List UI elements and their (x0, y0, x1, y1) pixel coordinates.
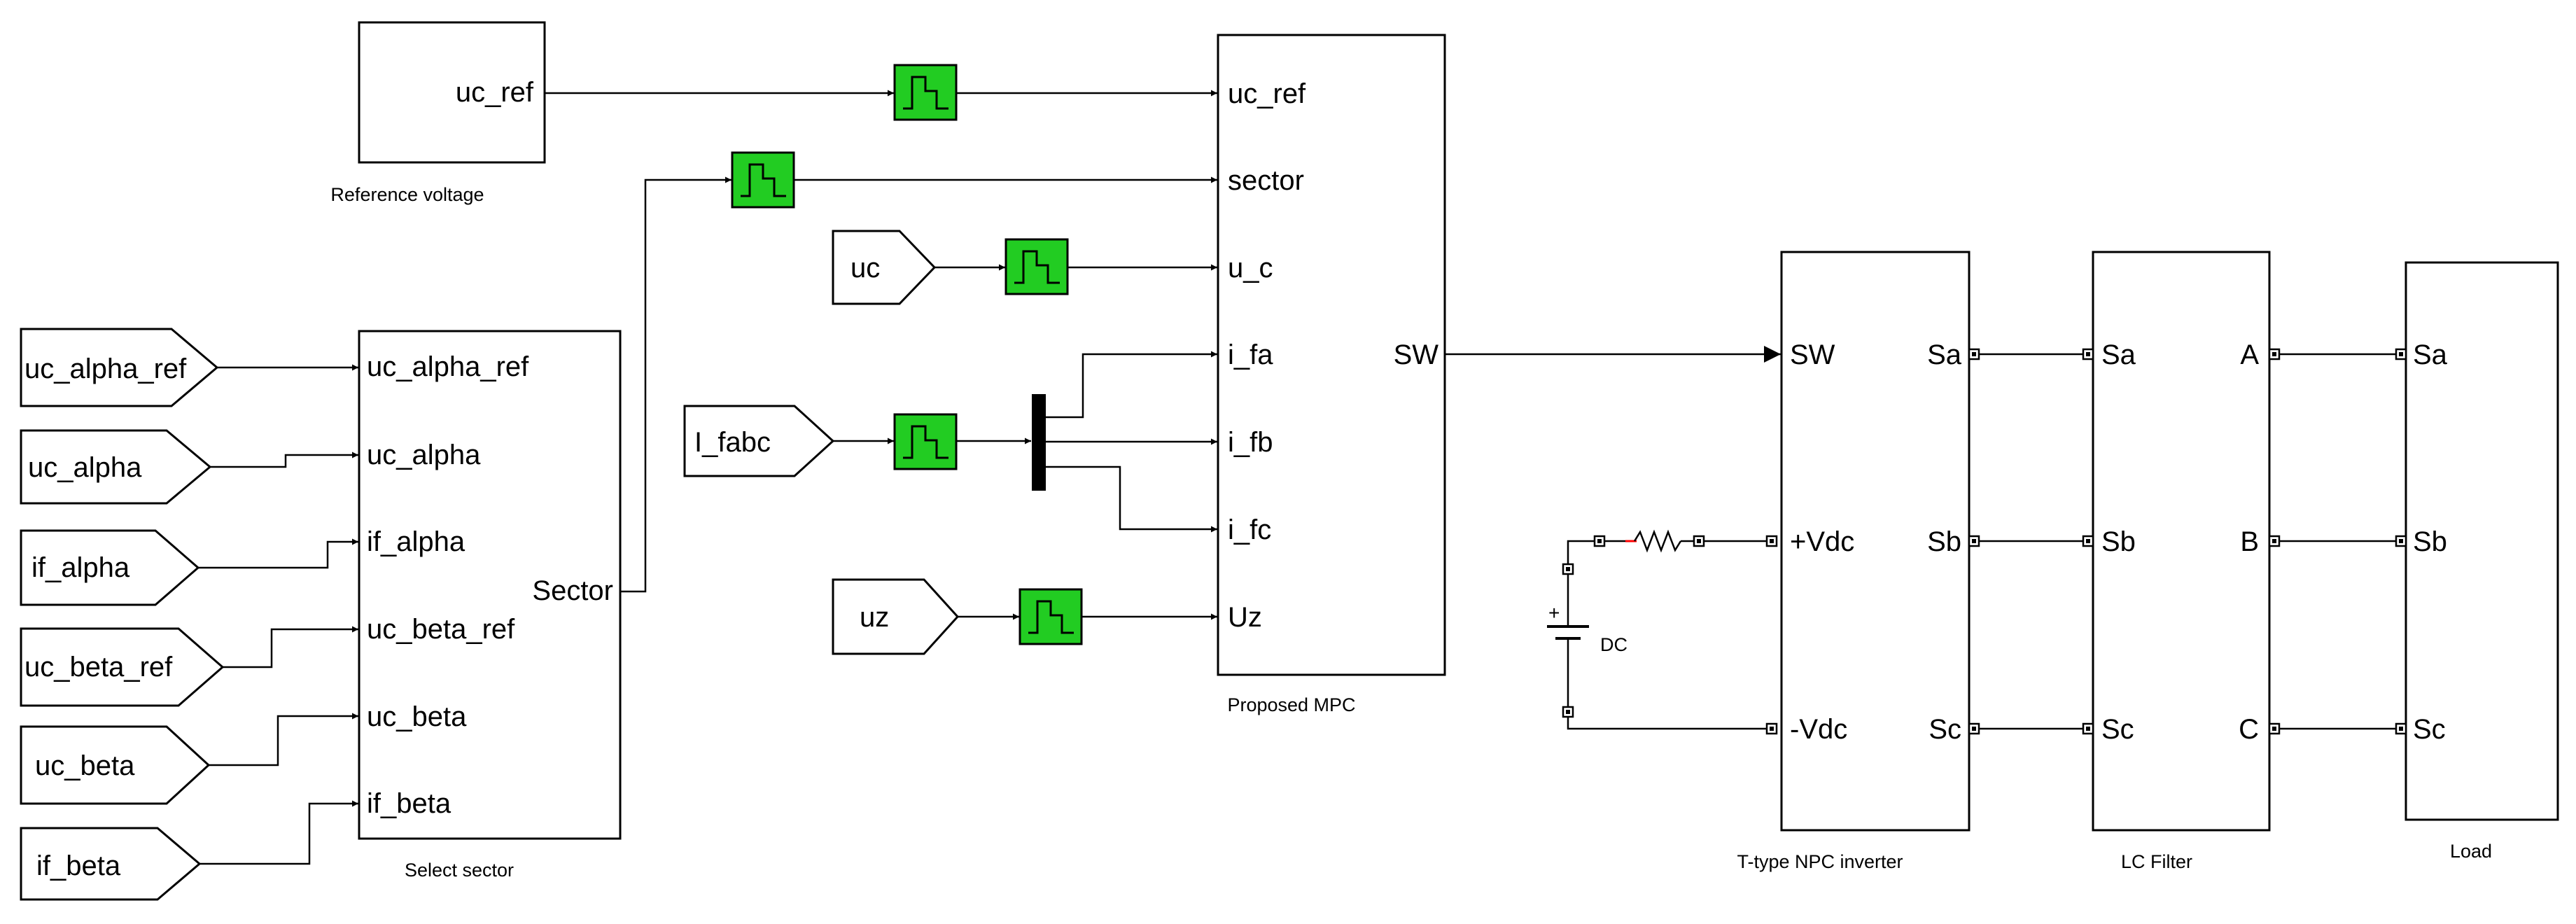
select-sector-caption: Select sector (405, 860, 514, 881)
zero-order-hold-5[interactable] (1018, 588, 1083, 645)
inverter-caption: T-type NPC inverter (1737, 851, 1903, 872)
mpc-in-i-fb: i_fb (1228, 427, 1273, 458)
mpc-in-uz: Uz (1228, 602, 1262, 633)
svg-text:if_beta: if_beta (36, 850, 121, 881)
from-tag-if-beta[interactable]: if_beta (20, 827, 202, 901)
load-in-sb: Sb (2413, 526, 2447, 557)
dc-caption: DC (1600, 634, 1628, 655)
from-tag-uc-alpha[interactable]: uc_alpha (20, 429, 212, 505)
t-type-npc-inverter-block[interactable]: SW +Vdc -Vdc Sa Sb Sc T-type NPC inverte… (1737, 251, 1970, 872)
zero-order-hold-1[interactable] (893, 64, 958, 121)
lc-filter-in-sb: Sb (2101, 526, 2136, 557)
load-in-sc: Sc (2413, 714, 2446, 745)
inverter-out-sb: Sb (1927, 526, 1961, 557)
from-tag-uc[interactable]: uc (832, 230, 937, 305)
load-caption: Load (2450, 841, 2492, 862)
svg-text:uc_alpha_ref: uc_alpha_ref (24, 354, 187, 384)
mpc-in-uc-ref: uc_ref (1228, 78, 1306, 109)
svg-text:if_alpha: if_alpha (31, 552, 130, 583)
select-sector-block[interactable]: uc_alpha_ref uc_alpha if_alpha uc_beta_r… (358, 330, 622, 881)
mpc-in-i-fa: i_fa (1228, 340, 1273, 370)
select-sector-out-sector: Sector (532, 575, 613, 606)
physical-ports (1765, 348, 2407, 735)
inverter-out-sa: Sa (1927, 340, 1962, 370)
reference-voltage-block[interactable]: uc_ref Reference voltage (330, 21, 546, 205)
svg-text:I_fabc: I_fabc (694, 427, 771, 458)
select-sector-in-if-beta: if_beta (367, 788, 451, 819)
from-tag-uc-beta-ref[interactable]: uc_beta_ref (20, 627, 225, 707)
svg-text:uz: uz (860, 602, 889, 633)
lc-filter-block[interactable]: Sa Sb Sc A B C LC Filter (2092, 251, 2271, 872)
inverter-in-minus-vdc: -Vdc (1790, 714, 1847, 745)
mpc-out-sw: SW (1394, 340, 1439, 370)
from-tag-uz[interactable]: uz (832, 578, 960, 655)
inverter-in-plus-vdc: +Vdc (1790, 526, 1854, 557)
zero-order-hold-2[interactable] (731, 151, 795, 209)
proposed-mpc-block[interactable]: uc_ref sector u_c i_fa i_fb i_fc Uz SW P… (1217, 34, 1446, 715)
svg-text:uc_alpha: uc_alpha (28, 452, 142, 483)
select-sector-in-if-alpha: if_alpha (367, 526, 465, 557)
select-sector-in-uc-alpha-ref: uc_alpha_ref (367, 351, 529, 382)
lc-filter-out-c: C (2239, 714, 2259, 745)
inverter-in-sw: SW (1790, 340, 1835, 370)
svg-text:uc_beta: uc_beta (35, 750, 135, 781)
reference-voltage-port-uc-ref: uc_ref (456, 77, 534, 108)
lc-filter-caption: LC Filter (2121, 851, 2192, 872)
from-tag-uc-beta[interactable]: uc_beta (20, 725, 211, 805)
select-sector-in-uc-beta: uc_beta (367, 701, 467, 732)
mpc-caption: Proposed MPC (1227, 694, 1355, 715)
resistor[interactable] (1604, 529, 1767, 553)
inverter-out-sc: Sc (1928, 714, 1961, 745)
from-tag-uc-alpha-ref[interactable]: uc_alpha_ref (20, 328, 219, 407)
zero-order-hold-4[interactable] (893, 413, 958, 470)
mpc-in-i-fc: i_fc (1228, 514, 1271, 545)
zero-order-hold-3[interactable] (1004, 238, 1069, 295)
mpc-in-u-c: u_c (1228, 253, 1273, 284)
svg-text:uc_beta_ref: uc_beta_ref (24, 652, 173, 682)
lc-filter-in-sa: Sa (2101, 340, 2136, 370)
lc-filter-out-b: B (2240, 526, 2259, 557)
svg-text:+: + (1548, 602, 1560, 624)
lc-filter-in-sc: Sc (2101, 714, 2134, 745)
signal-wires (198, 90, 2399, 865)
lc-filter-out-a: A (2240, 340, 2259, 370)
load-in-sa: Sa (2413, 340, 2448, 370)
load-block[interactable]: Sa Sb Sc Load (2404, 261, 2559, 862)
demux-bar[interactable] (1032, 394, 1046, 491)
dc-source[interactable]: + DC (1547, 535, 1767, 730)
from-tag-i-fabc[interactable]: I_fabc (683, 405, 835, 477)
mpc-in-sector: sector (1228, 165, 1304, 196)
svg-text:uc: uc (850, 253, 880, 284)
select-sector-in-uc-alpha: uc_alpha (367, 440, 481, 470)
select-sector-in-uc-beta-ref: uc_beta_ref (367, 614, 515, 645)
from-tag-if-alpha[interactable]: if_alpha (20, 529, 200, 606)
reference-voltage-caption: Reference voltage (330, 184, 484, 205)
